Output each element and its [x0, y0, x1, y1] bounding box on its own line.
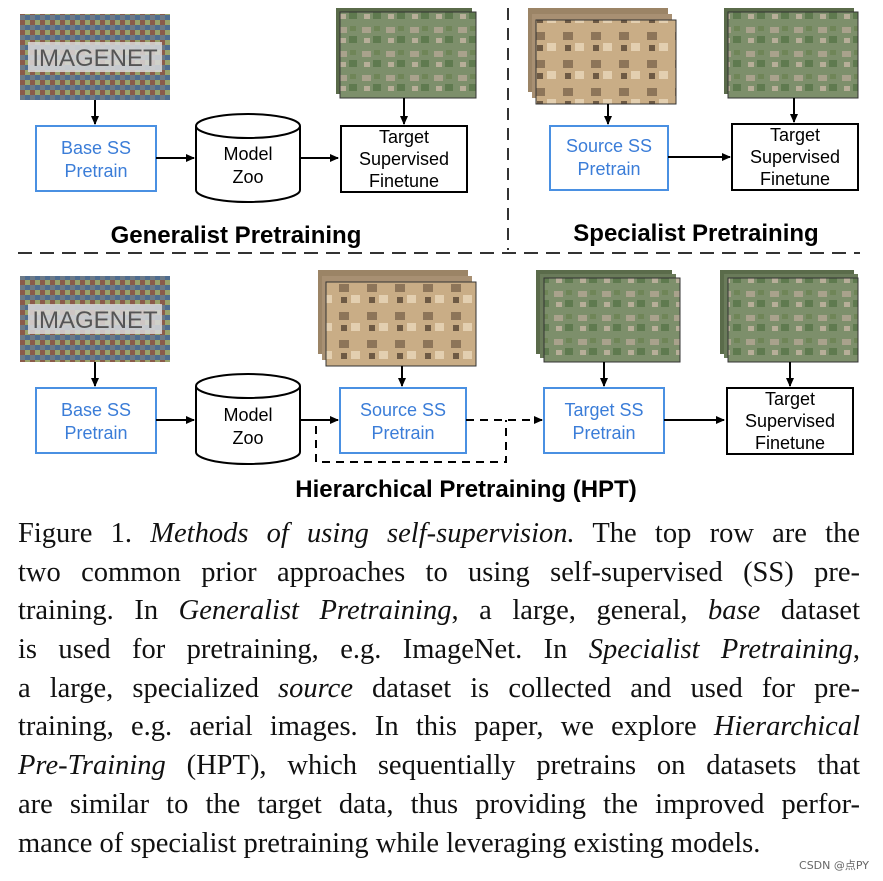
- svg-text:Model: Model: [223, 405, 272, 425]
- caption-line: training, e.g. aerial images. In this pa…: [18, 708, 860, 747]
- caption-segment: Figure 1.: [18, 518, 151, 549]
- specialist-label: Specialist Pretraining: [573, 220, 818, 247]
- svg-text:Target: Target: [765, 389, 815, 409]
- svg-text:Zoo: Zoo: [232, 167, 263, 187]
- caption-line: mance of specialist pretraining while le…: [18, 825, 860, 864]
- svg-text:Base SS: Base SS: [61, 400, 131, 420]
- caption-segment: dataset: [760, 595, 860, 627]
- caption-segment: Methods of using self-supervision.: [150, 518, 575, 549]
- caption-segment: training. In: [18, 595, 179, 627]
- source-ss-pretrain-box-bottom: Source SS Pretrain: [339, 387, 467, 454]
- svg-text:Finetune: Finetune: [369, 171, 439, 191]
- caption-line: two common prior approaches to using sel…: [18, 554, 860, 593]
- imagenet-image-bottom: IMAGENET: [20, 276, 170, 362]
- desert-images-bottom: [318, 270, 477, 367]
- caption-segment: Hierarchical: [713, 711, 860, 743]
- caption-segment: base: [708, 595, 761, 627]
- svg-text:Target SS: Target SS: [564, 400, 643, 420]
- caption-segment: Generalist Pretraining: [178, 595, 452, 627]
- imagenet-logo-text-bottom: IMAGENET: [32, 307, 158, 334]
- caption-segment: source: [278, 672, 353, 704]
- caption-segment: are similar to the target data, thus pro…: [18, 788, 860, 820]
- svg-text:Pretrain: Pretrain: [577, 159, 640, 179]
- svg-text:Target: Target: [379, 127, 429, 147]
- svg-text:Model: Model: [223, 144, 272, 164]
- svg-text:Supervised: Supervised: [750, 147, 840, 167]
- source-ss-pretrain-box-top: Source SS Pretrain: [549, 125, 669, 191]
- optional-skip-dashed-path: [315, 416, 543, 463]
- svg-text:Target: Target: [770, 125, 820, 145]
- svg-text:Finetune: Finetune: [760, 169, 830, 189]
- desert-images-top-right: [528, 8, 677, 105]
- svg-text:Pretrain: Pretrain: [64, 423, 127, 443]
- watermark: CSDN @点PY: [799, 859, 869, 872]
- caption-line: training. In Generalist Pretraining, a l…: [18, 592, 860, 631]
- caption-segment: is used for pretraining, e.g. ImageNet. …: [18, 634, 589, 666]
- caption-segment: Pre-Training: [18, 750, 166, 782]
- caption-segment: dataset is collected and used for pre-: [352, 672, 861, 704]
- svg-text:Pretrain: Pretrain: [572, 423, 635, 443]
- svg-text:Zoo: Zoo: [232, 428, 263, 448]
- svg-text:Pretrain: Pretrain: [371, 423, 434, 443]
- svg-text:Pretrain: Pretrain: [64, 161, 127, 181]
- figure-caption: Figure 1. Methods of using self-supervis…: [18, 515, 860, 863]
- caption-line: Pre-Training (HPT), which sequentially p…: [18, 747, 860, 786]
- base-ss-pretrain-box-top: Base SS Pretrain: [35, 125, 157, 192]
- svg-text:Supervised: Supervised: [359, 149, 449, 169]
- generalist-label: Generalist Pretraining: [111, 222, 362, 249]
- target-supervised-finetune-box-top-left: Target Supervised Finetune: [340, 125, 468, 193]
- svg-text:Source SS: Source SS: [566, 136, 652, 156]
- svg-text:Finetune: Finetune: [755, 433, 825, 453]
- model-zoo-cylinder-bottom: Model Zoo: [195, 373, 301, 465]
- caption-segment: mance of specialist pretraining while le…: [18, 827, 761, 859]
- aerial-images-top-right: [724, 8, 859, 99]
- svg-text:Source SS: Source SS: [360, 400, 446, 420]
- caption-segment: (HPT), which sequentially pretrains on d…: [165, 750, 860, 782]
- aerial-images-bottom-right: [720, 270, 859, 363]
- imagenet-logo-text: IMAGENET: [32, 45, 158, 72]
- caption-segment: Specialist Pretraining: [588, 634, 853, 666]
- caption-line: a large, specialized source dataset is c…: [18, 670, 860, 709]
- hpt-label: Hierarchical Pretraining (HPT): [295, 476, 636, 503]
- model-zoo-cylinder-top: Model Zoo: [195, 113, 301, 203]
- imagenet-image-top: IMAGENET: [20, 14, 170, 100]
- aerial-images-bottom-middle: [536, 270, 681, 363]
- target-ss-pretrain-box: Target SS Pretrain: [543, 387, 665, 454]
- caption-line: Figure 1. Methods of using self-supervis…: [18, 515, 860, 554]
- caption-line: is used for pretraining, e.g. ImageNet. …: [18, 631, 860, 670]
- svg-text:Base SS: Base SS: [61, 138, 131, 158]
- svg-text:Supervised: Supervised: [745, 411, 835, 431]
- base-ss-pretrain-box-bottom: Base SS Pretrain: [35, 387, 157, 454]
- target-supervised-finetune-box-bottom: Target Supervised Finetune: [726, 387, 854, 455]
- caption-segment: two common prior approaches to using sel…: [18, 556, 860, 588]
- target-supervised-finetune-box-top-right: Target Supervised Finetune: [731, 123, 859, 191]
- aerial-images-top-left: [336, 8, 477, 99]
- caption-segment: The top row are the: [574, 518, 860, 549]
- caption-segment: training, e.g. aerial images. In this pa…: [18, 711, 714, 743]
- caption-line: are similar to the target data, thus pro…: [18, 786, 860, 825]
- caption-segment: a large, specialized: [18, 672, 279, 704]
- caption-segment: , a large, general,: [451, 595, 709, 627]
- caption-segment: ,: [852, 634, 860, 666]
